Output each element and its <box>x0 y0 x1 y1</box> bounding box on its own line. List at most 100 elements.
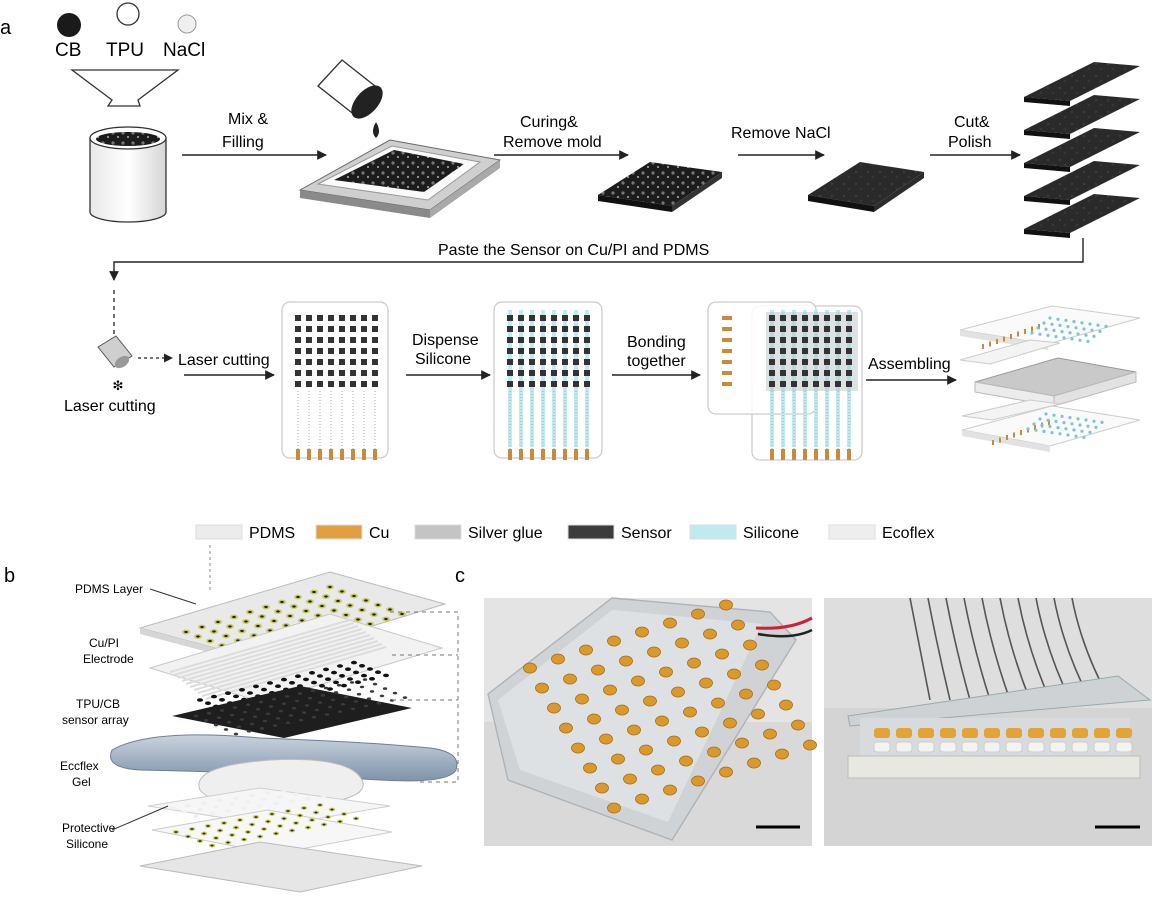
paste-label: Paste the Sensor on Cu/PI and PDMS <box>438 242 709 259</box>
sensor-pixel <box>264 605 268 609</box>
sensor-pixel <box>529 359 535 365</box>
sensor-pixel <box>339 370 345 376</box>
sensor-pixel <box>802 381 808 387</box>
photo-sensor-unit <box>547 702 561 714</box>
sensor-pixel <box>306 348 312 354</box>
sensor-pixel <box>372 326 378 332</box>
electrode-trace <box>197 640 379 694</box>
sensor-pixel <box>780 348 786 354</box>
wire <box>945 597 971 701</box>
sensor-pixel <box>1068 331 1072 335</box>
sensor-pixel <box>295 315 301 321</box>
sensor-pixel <box>300 619 304 622</box>
sensor-pixel <box>256 624 260 628</box>
photo-sensor-unit <box>687 657 701 669</box>
sensor-pixel <box>835 370 841 376</box>
sensor-pixel <box>352 594 356 598</box>
sensor-pixel <box>259 727 265 730</box>
sensor-pixel <box>562 348 568 354</box>
copper-pad <box>1020 430 1022 435</box>
laser-tool-icon <box>97 335 133 369</box>
sensor-pixel <box>584 381 590 387</box>
silicone-strip <box>585 310 589 447</box>
copper-pad <box>585 449 589 460</box>
sensor-pixel <box>1092 334 1096 338</box>
sensor-pixel <box>562 381 568 387</box>
photo-sensor-unit <box>611 753 625 765</box>
sensor-pixel <box>318 804 322 806</box>
photo-sensor-unit <box>599 733 613 745</box>
sensor-pixel <box>791 337 797 343</box>
sensor-pixel <box>769 326 775 332</box>
copper-pad <box>563 449 567 460</box>
sensor-pixel <box>551 381 557 387</box>
sensor-pixel <box>342 813 346 815</box>
electrode-trace <box>185 631 367 685</box>
copper-pad <box>541 449 545 460</box>
photo-sensor-unit <box>896 728 912 738</box>
sensor-pixel <box>372 315 378 321</box>
photo-sensor-unit <box>643 695 657 707</box>
sensor-pixel <box>383 673 389 678</box>
sensor-pixel <box>529 315 535 321</box>
legend-label: Silver glue <box>468 525 543 542</box>
photo-sensor-unit <box>984 728 1000 738</box>
sensor-pixel <box>363 704 369 708</box>
panel-label-a: a <box>0 17 12 39</box>
sensor-pixel <box>835 348 841 354</box>
sensor-pixel <box>350 707 356 711</box>
copper-pad <box>530 449 534 460</box>
sensor-pixel <box>824 326 830 332</box>
sensor-pixel <box>239 718 245 721</box>
assembling-label: Assembling <box>868 356 951 373</box>
sensor-pixel <box>336 599 340 603</box>
sensor-pixel <box>813 337 819 343</box>
sensor-pixel <box>769 337 775 343</box>
sensor-pixel <box>1074 326 1078 330</box>
protective-bump <box>277 795 283 799</box>
sensor-pixel <box>1076 332 1080 336</box>
sensor-pixel <box>319 684 325 688</box>
silicone-strip <box>530 310 534 447</box>
sensor-pixel <box>312 590 316 594</box>
sensor-pixel <box>824 348 830 354</box>
sensor-pixel <box>210 844 214 847</box>
sensor-pixel <box>339 326 345 332</box>
sensor-pixel <box>284 695 290 698</box>
sensor-pixel <box>308 600 312 603</box>
sensor-pixel <box>372 682 378 686</box>
electrode-trace <box>201 643 383 697</box>
sensor-pixel <box>294 699 300 703</box>
sensor-pixel <box>366 697 372 701</box>
sensor-pixel <box>1062 336 1066 340</box>
sensor-pixel <box>339 381 345 387</box>
cut-label-line2: Polish <box>948 134 992 151</box>
photo-sensor-unit <box>1116 728 1132 738</box>
sensor-pixel <box>846 370 852 376</box>
sensor-pixel <box>1052 328 1056 332</box>
sensor-pixel <box>238 819 242 821</box>
sensor-pixel <box>216 716 222 720</box>
sensor-pixel <box>311 680 317 685</box>
sensor-pixel <box>271 697 277 701</box>
photo-sensor-unit <box>747 757 761 769</box>
photo-sensor-unit <box>723 717 737 729</box>
sensor-pixel <box>359 685 365 689</box>
photo-sensor-unit <box>635 626 649 638</box>
sensor-pixel <box>791 381 797 387</box>
sensor-pixel <box>1094 425 1098 429</box>
copper-pad <box>836 449 840 460</box>
silicone-strip <box>541 310 545 447</box>
silicone-bump <box>1049 741 1067 753</box>
sensor-pixel <box>1078 423 1082 427</box>
sensor-pixel <box>507 337 513 343</box>
sensor-pixel <box>328 337 334 343</box>
sensor-pixel <box>400 612 404 616</box>
copper-pad <box>722 371 732 375</box>
cupi-label-line1: Cu/PI <box>89 636 119 650</box>
sensor-pixel <box>197 698 203 702</box>
photo-sensor-unit <box>607 635 621 647</box>
sensor-pixel <box>562 370 568 376</box>
sensor-pixel <box>846 337 852 343</box>
photo-sensor-unit <box>791 719 805 731</box>
